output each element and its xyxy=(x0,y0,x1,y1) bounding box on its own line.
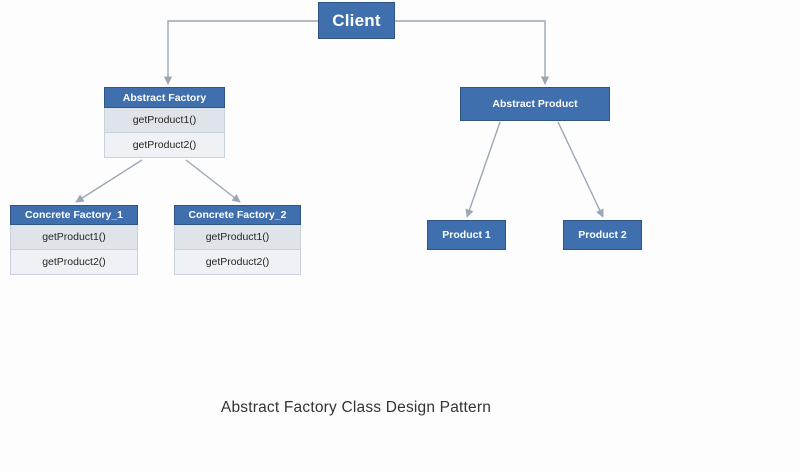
node-concrete-factory-1-method-2: getProduct2() xyxy=(10,250,138,275)
node-concrete-factory-2-method-1: getProduct1() xyxy=(174,225,301,250)
node-abstract-factory-method-2: getProduct2() xyxy=(104,133,225,158)
connector-abstract-factory-to-concrete-factory-1 xyxy=(75,159,143,203)
node-abstract-factory-method-1: getProduct1() xyxy=(104,108,225,133)
connector-abstract-factory-to-concrete-factory-2 xyxy=(185,159,241,203)
node-concrete-factory-1-method-1: getProduct1() xyxy=(10,225,138,250)
node-product-1-title: Product 1 xyxy=(442,229,491,241)
node-concrete-factory-2-method-2: getProduct2() xyxy=(174,250,301,275)
node-client[interactable]: Client xyxy=(318,2,395,39)
node-concrete-factory-1-title: Concrete Factory_1 xyxy=(10,205,138,225)
node-product-2[interactable]: Product 2 xyxy=(563,220,642,250)
diagram-caption: Abstract Factory Class Design Pattern xyxy=(220,399,492,416)
node-concrete-factory-1[interactable]: Concrete Factory_1 getProduct1() getProd… xyxy=(10,205,138,275)
node-concrete-factory-2[interactable]: Concrete Factory_2 getProduct1() getProd… xyxy=(174,205,301,275)
node-abstract-product[interactable]: Abstract Product xyxy=(460,87,610,121)
node-product-2-title: Product 2 xyxy=(578,229,627,241)
node-abstract-factory-title: Abstract Factory xyxy=(104,87,225,108)
connector-client-to-abstract-factory xyxy=(163,20,318,85)
node-abstract-factory[interactable]: Abstract Factory getProduct1() getProduc… xyxy=(104,87,225,158)
connector-abstract-product-to-product-1 xyxy=(465,121,501,218)
node-product-1[interactable]: Product 1 xyxy=(427,220,506,250)
node-client-title: Client xyxy=(332,10,381,30)
node-concrete-factory-2-title: Concrete Factory_2 xyxy=(174,205,301,225)
connector-client-to-abstract-product xyxy=(395,20,550,85)
node-abstract-product-title: Abstract Product xyxy=(492,98,578,110)
connector-abstract-product-to-product-2 xyxy=(557,121,604,218)
